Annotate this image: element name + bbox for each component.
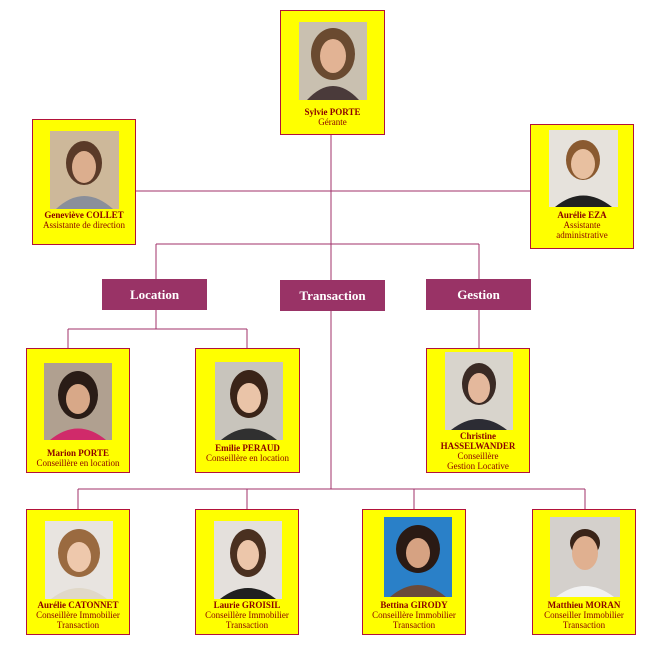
person-card-aurelie-catonnet: Aurélie CATONNET Conseillère Immobilier …: [26, 509, 130, 635]
person-name: Christine: [460, 431, 496, 441]
person-name: Marion PORTE: [47, 448, 109, 458]
person-card-bettina-girody: Bettina GIRODY Conseillère Immobilier Tr…: [362, 509, 466, 635]
person-name: Aurélie CATONNET: [37, 600, 119, 610]
person-role: administrative: [556, 230, 608, 240]
portrait-photo: [550, 517, 620, 597]
person-name: Bettina GIRODY: [380, 600, 448, 610]
person-role: Conseillère: [457, 451, 499, 461]
person-role: Transaction: [56, 620, 100, 630]
portrait-photo: [299, 22, 367, 100]
person-role: Transaction: [225, 620, 269, 630]
person-name: Matthieu MORAN: [547, 600, 621, 610]
person-name: Laurie GROISIL: [213, 600, 281, 610]
department-gestion: Gestion: [426, 279, 531, 310]
portrait-photo: [215, 362, 283, 440]
person-role: Conseillère en location: [36, 458, 120, 468]
person-card-emilie-peraud: Emilie PERAUD Conseillère en location: [195, 348, 300, 473]
person-name: Emilie PERAUD: [215, 443, 280, 453]
department-transaction: Transaction: [280, 280, 385, 311]
portrait-photo: [214, 521, 282, 599]
portrait-photo: [549, 130, 618, 207]
person-role: Assistante: [563, 220, 601, 230]
person-card-marion-porte: Marion PORTE Conseillère en location: [26, 348, 130, 473]
person-name: Geneviève COLLET: [44, 210, 124, 220]
portrait-photo: [445, 352, 513, 430]
person-card-sylvie-porte: Sylvie PORTE Gérante: [280, 10, 385, 135]
person-role: Transaction: [392, 620, 436, 630]
person-name: HASSELWANDER: [440, 441, 516, 451]
person-card-laurie-groisil: Laurie GROISIL Conseillère Immobilier Tr…: [195, 509, 299, 635]
person-card-aurelie-eza: Aurélie EZA Assistante administrative: [530, 124, 634, 249]
person-role: Transaction: [562, 620, 606, 630]
portrait-photo: [384, 517, 452, 597]
person-role: Conseillère Immobilier: [372, 610, 456, 620]
person-role: Conseiller Immobilier: [544, 610, 624, 620]
person-role: Conseillère Immobilier: [205, 610, 289, 620]
department-location: Location: [102, 279, 207, 310]
person-role: Assistante de direction: [43, 220, 125, 230]
person-card-genevieve-collet: Geneviève COLLET Assistante de direction: [32, 119, 136, 245]
portrait-photo: [44, 363, 112, 440]
person-card-matthieu-moran: Matthieu MORAN Conseiller Immobilier Tra…: [532, 509, 636, 635]
person-role: Conseillère en location: [206, 453, 289, 463]
person-role: Conseillère Immobilier: [36, 610, 120, 620]
portrait-photo: [50, 131, 119, 209]
person-role: Gérante: [318, 117, 347, 127]
person-name: Sylvie PORTE: [304, 107, 361, 117]
person-name: Aurélie EZA: [557, 210, 607, 220]
person-role: Gestion Locative: [447, 461, 509, 471]
person-card-christine-hasselwander: Christine HASSELWANDER Conseillère Gesti…: [426, 348, 530, 473]
portrait-photo: [45, 521, 113, 599]
